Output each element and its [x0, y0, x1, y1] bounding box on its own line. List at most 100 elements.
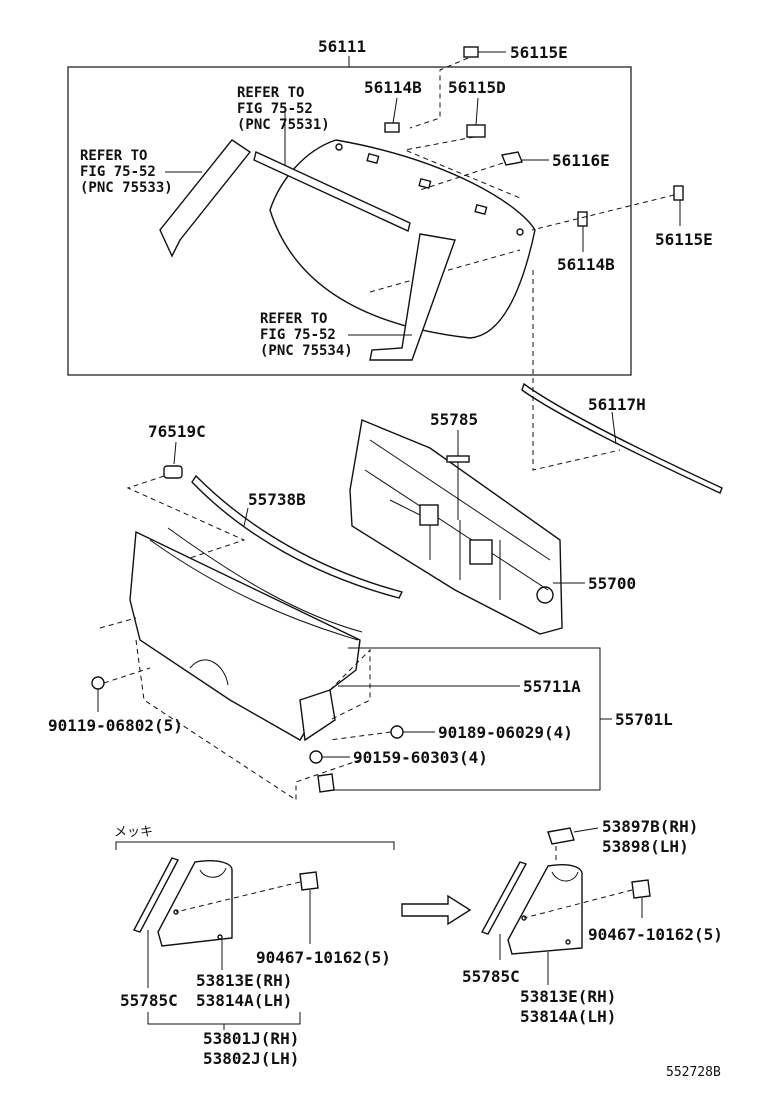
- glass-group-box: [67, 66, 632, 376]
- dash-55711a: [99, 617, 371, 801]
- molding-upper: [253, 151, 411, 232]
- ref-a-line2: FIG 75-52: [237, 101, 313, 117]
- molding-55785c-right: [480, 861, 528, 935]
- weatherstrip-56117h: [521, 382, 723, 494]
- dash-right-clips: [531, 194, 675, 231]
- clip-56115e-top: [463, 46, 479, 58]
- label-56114b-top: 56114B: [364, 78, 422, 97]
- label-53897b: 53897B(RH): [602, 817, 698, 836]
- glass-tab-3: [474, 203, 488, 216]
- leader-56117h: [611, 411, 617, 445]
- dash-90189: [329, 731, 392, 741]
- label-mekki: メッキ: [114, 825, 153, 840]
- part-55785: [446, 455, 470, 463]
- panel-55700-hole: [536, 586, 554, 604]
- label-56116e: 56116E: [552, 151, 610, 170]
- ref-c-line2: FIG 75-52: [260, 327, 336, 343]
- leader-56114b-top: [392, 97, 398, 124]
- panel-55700: [349, 419, 563, 635]
- clip-56114b-top: [384, 122, 400, 133]
- cover-left-hole-1: [173, 909, 179, 915]
- dash-56115e-top: [409, 57, 469, 129]
- label-56115e-top: 56115E: [510, 43, 568, 62]
- ref-b-line1: REFER TO: [80, 148, 147, 164]
- panel-55700-cutout-1: [419, 504, 439, 526]
- ref-b-line3: (PNC 75533): [80, 180, 173, 196]
- diagram-id: 552728B: [666, 1065, 721, 1080]
- dash-76519c: [126, 475, 246, 559]
- nut-clip: [317, 773, 335, 793]
- ref-c-line1: REFER TO: [260, 311, 327, 327]
- dash-90467-right: [523, 889, 633, 919]
- dash-56116e: [419, 162, 504, 191]
- ref-b-line2: FIG 75-52: [80, 164, 156, 180]
- bolt-90159: [309, 750, 323, 764]
- label-55711a: 55711A: [523, 677, 581, 696]
- panel-55711a-bracket: [299, 689, 336, 742]
- label-53814a-right: 53814A(LH): [520, 1007, 616, 1026]
- bracket-53801j: [147, 1012, 301, 1030]
- label-53801j: 53801J(RH): [203, 1029, 299, 1048]
- label-55701l: 55701L: [615, 710, 673, 729]
- seal-55738b: [191, 474, 404, 599]
- cover-53813e-left: [157, 860, 233, 947]
- label-90467-right: 90467-10162(5): [588, 925, 723, 944]
- label-56117h: 56117H: [588, 395, 646, 414]
- clip-56114b-right: [577, 211, 588, 227]
- label-56111: 56111: [318, 37, 366, 56]
- panel-55711a-edge: [149, 527, 363, 641]
- label-55785c-left: 55785C: [120, 991, 178, 1010]
- clip-56116e: [501, 151, 523, 166]
- ref-a-line1: REFER TO: [237, 85, 304, 101]
- bolt-90189: [390, 725, 404, 739]
- molding-right: [369, 233, 456, 361]
- label-90159: 90159-60303(4): [353, 748, 488, 767]
- label-55700: 55700: [588, 574, 636, 593]
- dash-56115d: [403, 136, 521, 199]
- dash-90119: [103, 667, 151, 684]
- label-55738b: 55738B: [248, 490, 306, 509]
- leader-76519c: [173, 441, 177, 465]
- clip-76519c: [163, 465, 183, 479]
- cover-right-notch: [551, 871, 579, 882]
- cover-left-hole-2: [217, 934, 223, 940]
- leader-56115d: [475, 97, 479, 126]
- clip-90467-right: [631, 879, 651, 899]
- glass-tab-2: [418, 177, 432, 190]
- glass-hole-1: [335, 143, 343, 151]
- glass-hole-2: [516, 228, 524, 236]
- cover-right-hole-2: [565, 939, 571, 945]
- label-90467-left: 90467-10162(5): [256, 948, 391, 967]
- leader-53897b: [573, 827, 599, 833]
- clip-56115d: [466, 124, 486, 138]
- dash-90467-left: [175, 881, 301, 913]
- label-53802j: 53802J(LH): [203, 1049, 299, 1068]
- label-90119: 90119-06802(5): [48, 716, 183, 735]
- ref-a-line3: (PNC 75531): [237, 117, 330, 133]
- label-76519c: 76519C: [148, 422, 206, 441]
- back-window-glass: [269, 139, 536, 339]
- molding-left: [159, 139, 252, 258]
- clip-56115e-right: [673, 185, 684, 201]
- molding-55785c-left: [132, 857, 180, 933]
- label-56114b-right: 56114B: [557, 255, 615, 274]
- label-55785: 55785: [430, 410, 478, 429]
- cover-53813e-right: [507, 864, 583, 955]
- panel-55711a: [129, 530, 361, 741]
- cover-left-notch: [199, 867, 227, 878]
- replacement-arrow: [401, 894, 472, 926]
- ref-c-line3: (PNC 75534): [260, 343, 353, 359]
- clip-90467-left: [299, 871, 319, 891]
- label-56115d: 56115D: [448, 78, 506, 97]
- panel-55700-cutout-2: [469, 539, 493, 565]
- cover-right-hole-1: [521, 915, 527, 921]
- panel-55711a-notch: [189, 659, 229, 686]
- cap-53897b: [547, 827, 575, 845]
- label-53814a-left: 53814A(LH): [196, 991, 292, 1010]
- bracket-mekki: [115, 841, 395, 850]
- label-53898: 53898(LH): [602, 837, 689, 856]
- bolt-90119: [91, 676, 105, 690]
- label-53813e-left: 53813E(RH): [196, 971, 292, 990]
- glass-tab-1: [366, 152, 380, 165]
